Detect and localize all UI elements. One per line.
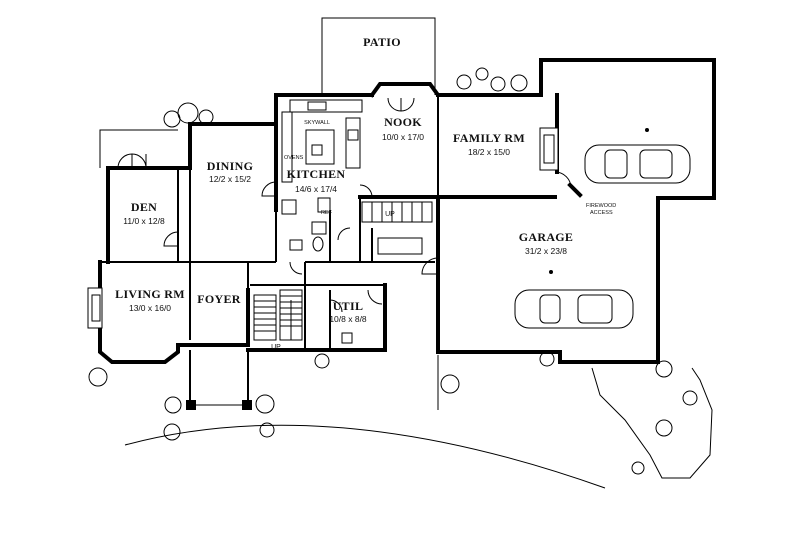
size-garage: 31/2 x 23/8 (525, 246, 567, 256)
note-firewood-2: ACCESS (590, 210, 613, 216)
label-patio: PATIO (363, 35, 401, 49)
room-garage: GARAGE 31/2 x 23/8 (519, 230, 573, 256)
room-dining: DINING 12/2 x 15/2 (207, 159, 253, 184)
note-stair-up-lower: UP (271, 344, 281, 351)
note-ref: REF (321, 210, 333, 216)
driveway-curve (124, 355, 606, 489)
size-kitchen: 14/6 x 17/4 (295, 184, 337, 194)
car-upper (584, 144, 691, 184)
note-stair-up-upper: UP (385, 211, 395, 218)
size-family: 18/2 x 15/0 (468, 147, 510, 157)
room-family: FAMILY RM 18/2 x 15/0 (453, 131, 525, 157)
size-living: 13/0 x 16/0 (129, 303, 171, 313)
bath-fixtures (289, 221, 423, 344)
label-nook: NOOK (384, 115, 422, 129)
fireplace-living (87, 287, 103, 329)
entry-porch (186, 344, 252, 410)
garage-drain-lower (549, 270, 553, 274)
room-living: LIVING RM 13/0 x 16/0 (115, 287, 185, 313)
garage-drain-upper (645, 128, 649, 132)
room-kitchen: KITCHEN 14/6 x 17/4 (287, 167, 346, 194)
car-lower (514, 289, 634, 329)
upper-stair (361, 201, 433, 223)
size-nook: 10/0 x 17/0 (382, 132, 424, 142)
label-garage: GARAGE (519, 230, 573, 244)
note-skywall: SKYWALL (304, 120, 330, 126)
door-swings (163, 171, 572, 313)
label-den: DEN (131, 200, 157, 214)
size-den: 11/0 x 12/8 (123, 216, 165, 226)
room-den: DEN 11/0 x 12/8 (123, 200, 165, 226)
central-walls (188, 197, 435, 352)
room-patio: PATIO (363, 35, 401, 49)
label-living: LIVING RM (115, 287, 185, 301)
main-stair (253, 289, 303, 341)
label-foyer: FOYER (197, 292, 241, 306)
landscape-bed (591, 367, 713, 479)
kitchen-walls (274, 93, 440, 262)
room-util: UTIL 10/8 x 8/8 (329, 299, 367, 324)
note-ovens: OVENS (284, 155, 304, 161)
label-kitchen: KITCHEN (287, 167, 346, 181)
landscape-shrubs (88, 67, 698, 475)
label-util: UTIL (333, 299, 364, 313)
label-dining: DINING (207, 159, 253, 173)
size-util: 10/8 x 8/8 (329, 314, 367, 324)
den-doors (117, 153, 147, 169)
label-family: FAMILY RM (453, 131, 525, 145)
kitchen-fixtures (281, 99, 363, 215)
room-foyer: FOYER (197, 292, 241, 306)
note-firewood-1: FIREWOOD (586, 203, 616, 209)
size-dining: 12/2 x 15/2 (209, 174, 251, 184)
nook-doors (387, 97, 415, 112)
patio-area (321, 17, 436, 95)
fireplace-family (539, 127, 559, 171)
room-nook: NOOK 10/0 x 17/0 (382, 115, 424, 142)
